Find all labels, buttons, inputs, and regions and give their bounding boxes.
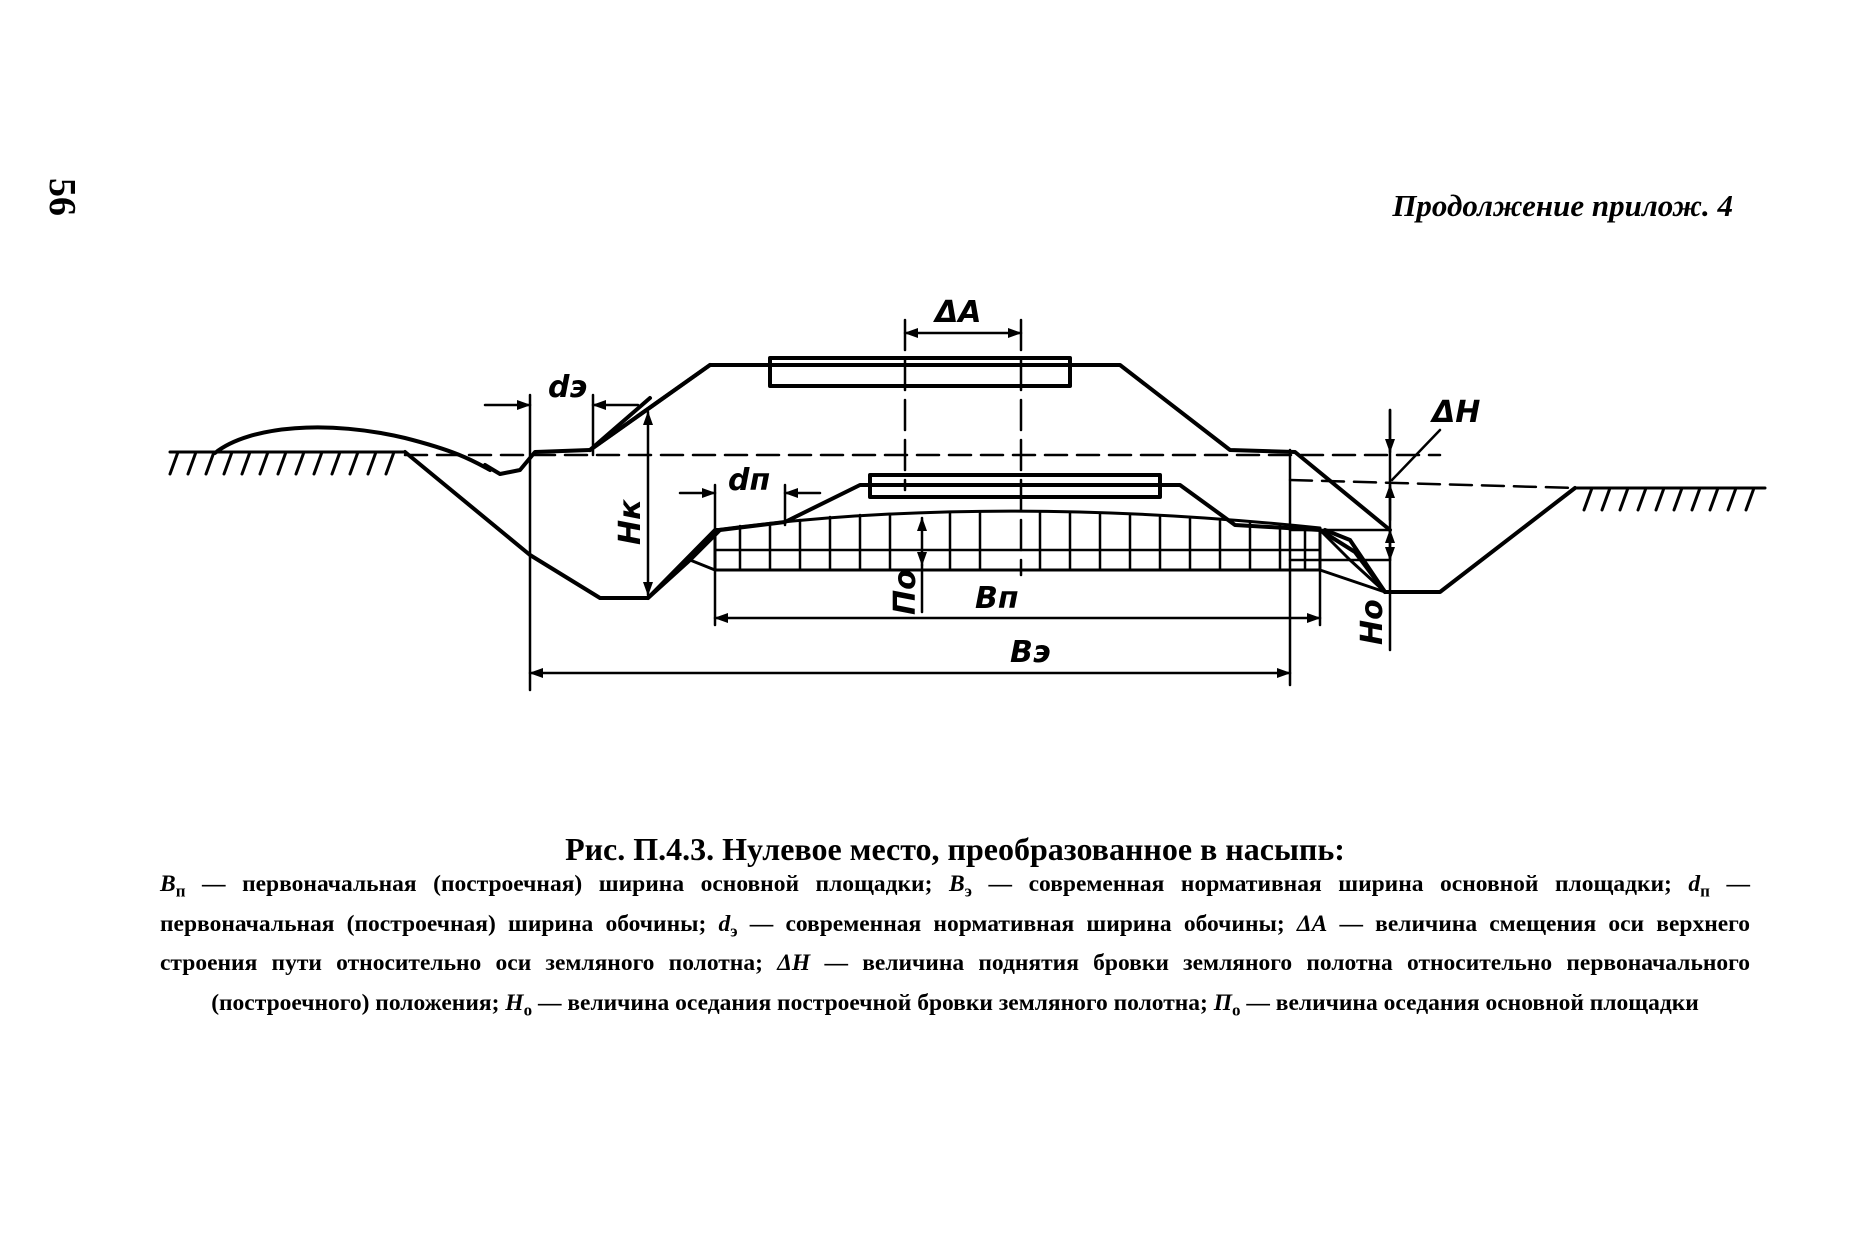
label-d-e: dэ xyxy=(548,370,587,405)
ground-hatch-left xyxy=(168,450,407,476)
running-header: Продолжение прилож. 4 xyxy=(1392,188,1733,223)
label-b-e: Bэ xyxy=(1010,635,1051,670)
upper-ballast xyxy=(768,356,1072,388)
legend-item: dэ — современная нормативная ширина обоч… xyxy=(718,910,1297,941)
legend-item: По — величина оседания основной площадки xyxy=(1213,990,1699,1020)
ground-hatch-right xyxy=(1573,486,1767,512)
label-b-p: Bп xyxy=(975,581,1019,616)
legend-item: ΔA — величина смещения оси верхнего стро… xyxy=(160,910,1751,977)
ditch-left xyxy=(403,450,722,600)
new-embankment xyxy=(588,363,1392,532)
label-h-k: Hк xyxy=(613,499,648,545)
legend-item: dп — первоначальная (построечная) ширина… xyxy=(160,871,1751,937)
legend-item: ΔH — величина поднятия бровки земляного … xyxy=(211,950,1751,1017)
caption-legend: Bп — первоначальная (построечная) ширина… xyxy=(160,868,1750,1027)
label-h-o: Hо xyxy=(1355,599,1390,645)
spoil-mound xyxy=(213,425,492,472)
label-delta-a: ΔA xyxy=(933,295,981,330)
lower-ballast xyxy=(868,473,1162,499)
new-embankment-toe-left xyxy=(588,396,652,452)
drain-dip xyxy=(483,448,592,476)
settled-layer-hatch xyxy=(713,510,1322,572)
new-embankment-left-slope xyxy=(588,363,712,452)
legend-item: Bп — первоначальная (построечная) ширина… xyxy=(160,871,949,901)
caption-title: Рис. П.4.3. Нулевое место, преобразованн… xyxy=(565,831,1345,867)
settled-level-line xyxy=(1288,478,1577,490)
settled-layer xyxy=(713,509,1322,572)
settled-wedge-right xyxy=(1318,528,1387,594)
label-p-o: По xyxy=(888,569,923,615)
delta-h-leader xyxy=(1390,428,1442,482)
ditch-right xyxy=(1323,486,1577,594)
label-d-p: dп xyxy=(728,463,770,498)
legend-item: Hо — величина оседания построечной бровк… xyxy=(505,990,1214,1020)
label-delta-h: ΔH xyxy=(1430,395,1480,430)
figure-caption: Рис. П.4.3. Нулевое место, преобразованн… xyxy=(160,830,1750,1027)
legend-item: Bэ — современная нормативная ширина осно… xyxy=(948,871,1689,901)
